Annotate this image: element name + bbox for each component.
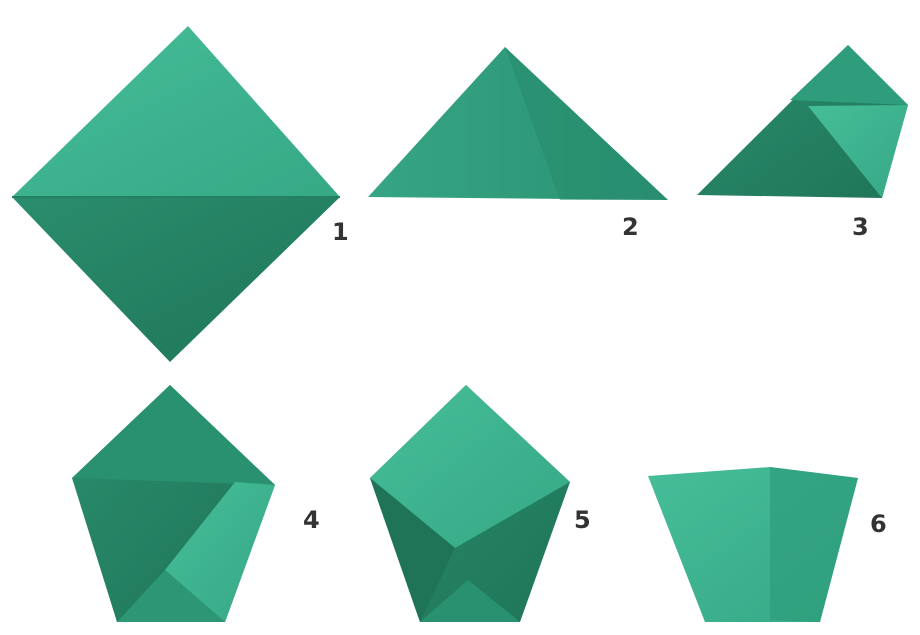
step-1-top-half: [12, 26, 340, 197]
step-1-bottom-half: [12, 197, 340, 362]
step-4: 4: [72, 385, 320, 622]
step-4-top-section: [72, 385, 275, 485]
step-3-label: 3: [852, 213, 869, 241]
step-2: 2: [368, 47, 668, 241]
step-1-label: 1: [332, 218, 349, 246]
step-6-cup-shade: [770, 467, 858, 622]
step-5: 5: [370, 385, 591, 622]
step-3-top-flap: [790, 45, 908, 105]
step-5-label: 5: [574, 506, 591, 534]
step-4-label: 4: [303, 506, 320, 534]
step-6: 6: [648, 467, 887, 622]
step-3: 3: [697, 45, 908, 241]
step-6-label: 6: [870, 510, 887, 538]
step-2-label: 2: [622, 213, 639, 241]
step-1: 1: [12, 26, 349, 362]
